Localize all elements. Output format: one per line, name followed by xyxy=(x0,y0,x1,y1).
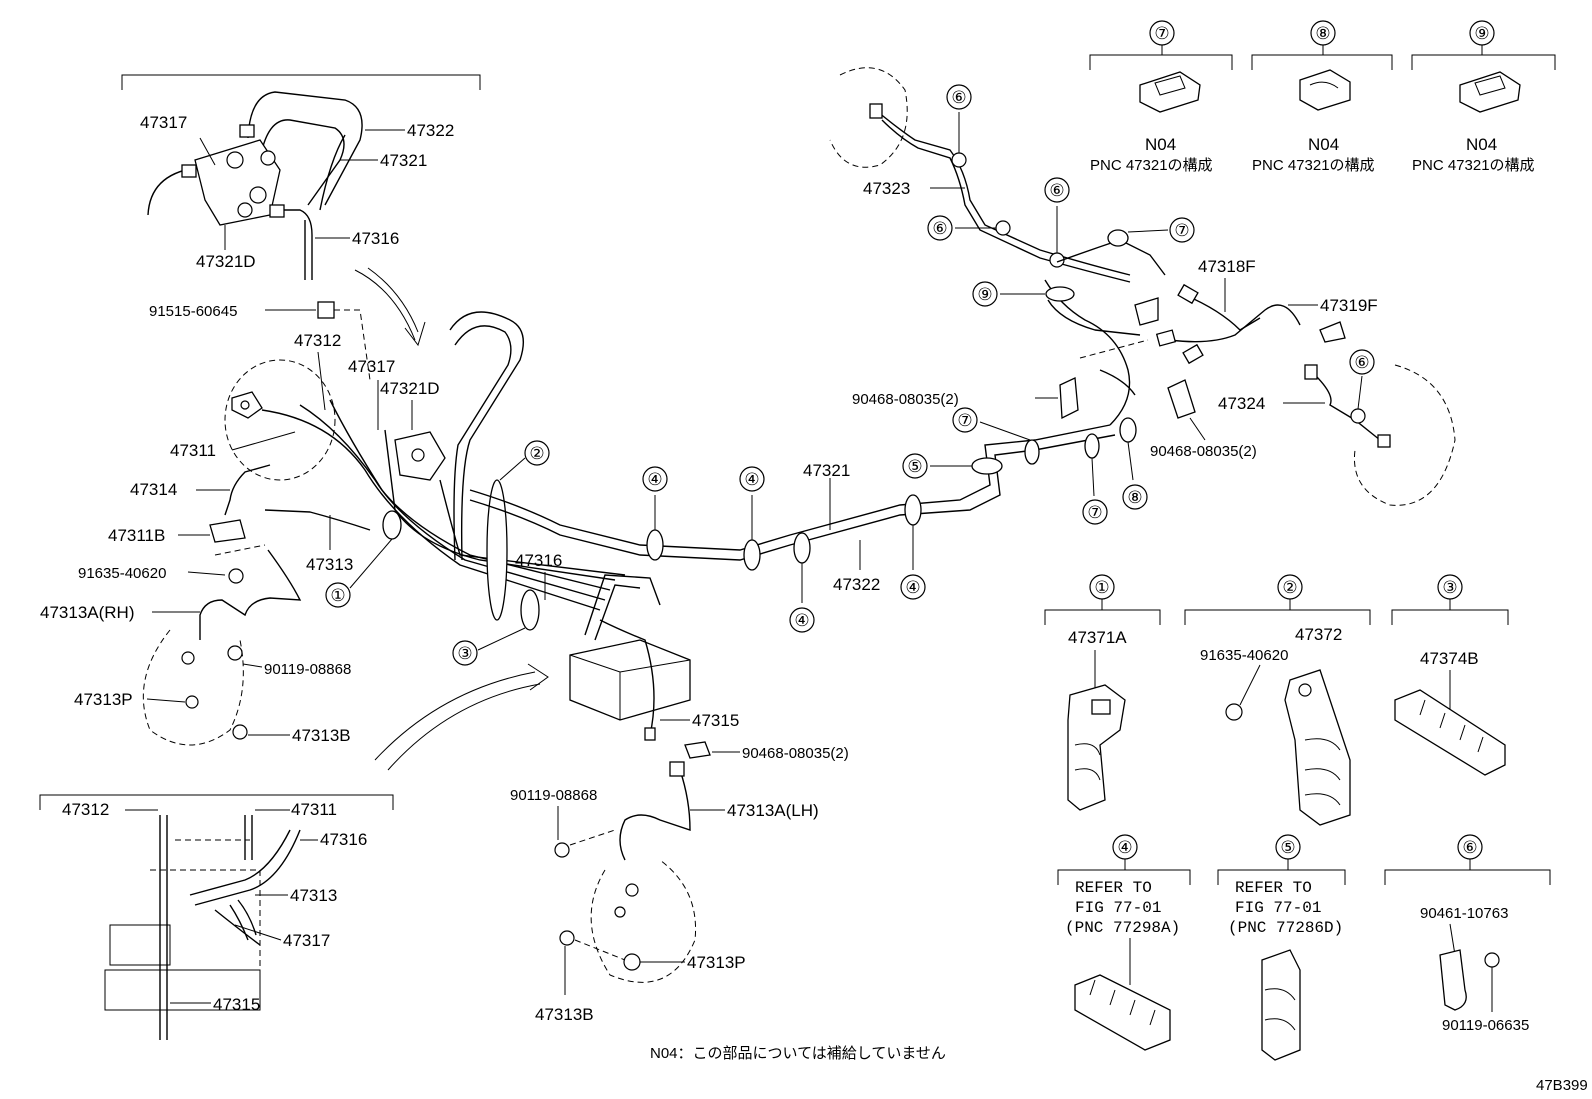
arrow-to-actuator xyxy=(374,671,536,761)
legend-5-refer: REFER TO xyxy=(1235,879,1312,897)
label-47317-main: 47317 xyxy=(348,357,395,376)
label-47313A-LH: 47313A(LH) xyxy=(727,801,819,820)
label-47314: 47314 xyxy=(130,480,177,499)
inset-bottom-left: 47312 47311 47316 47313 47317 47315 xyxy=(39,794,394,1040)
legend-callout-6: ⑥ xyxy=(1462,838,1477,857)
label-47316-main: 47316 xyxy=(515,551,562,570)
label-47313A-RH: 47313A(RH) xyxy=(40,603,135,622)
legend-7-pnc: PNC 47321の構成 xyxy=(1090,157,1213,174)
label-47312-inset: 47312 xyxy=(62,800,109,819)
label-47317-inset: 47317 xyxy=(283,931,330,950)
label-47321D-main: 47321D xyxy=(380,379,440,398)
label-47311B: 47311B xyxy=(108,526,165,545)
label-47313B-rh: 47313B xyxy=(292,726,351,745)
label-47313: 47313 xyxy=(306,555,353,574)
label-90119-08868-rh: 90119-08868 xyxy=(264,661,351,678)
legend-callout-5: ⑤ xyxy=(1280,838,1295,857)
legend-4-pnc: (PNC 77298A) xyxy=(1065,919,1180,937)
arrow-inset-pointer xyxy=(354,269,416,341)
callout-6-d: ⑥ xyxy=(1354,353,1369,372)
legend-callout-1: ① xyxy=(1094,578,1109,597)
label-47315-inset: 47315 xyxy=(213,995,260,1014)
legend-callout-2: ② xyxy=(1282,578,1297,597)
lh-brake-hose: 47313A(LH) 90119-08868 47313P 47313B xyxy=(510,761,819,1024)
legend-9-n04: N04 xyxy=(1466,135,1497,154)
rear-axle-area: ⑥ 47323 ⑥ ⑥ ⑦ ⑨ 47318F 47319F xyxy=(829,67,1456,506)
label-47313P-lh: 47313P xyxy=(687,953,746,972)
legend-90119-06635: 90119-06635 xyxy=(1442,1017,1529,1034)
callout-4-a: ④ xyxy=(647,470,662,489)
legend-clamps-7-8-9: ⑦ N04 PNC 47321の構成 ⑧ N04 PNC 47321の構成 ⑨ … xyxy=(1089,20,1556,174)
label-47321: 47321 xyxy=(380,151,427,170)
label-91635-40620-main: 91635-40620 xyxy=(78,565,166,582)
label-90119-08868-lh: 90119-08868 xyxy=(510,787,597,804)
label-90468-08035-center: 90468-08035(2) xyxy=(742,745,849,762)
label-47321D-inset: 47321D xyxy=(196,252,256,271)
legend-callout-4: ④ xyxy=(1117,838,1132,857)
label-90468-08035-b: 90468-08035(2) xyxy=(1150,443,1257,460)
label-47316-inset: 47316 xyxy=(320,830,367,849)
legend-5-fig: FIG 77-01 xyxy=(1235,899,1321,917)
legend-5-pnc: (PNC 77286D) xyxy=(1228,919,1343,937)
callout-3-main: ③ xyxy=(457,644,472,663)
callout-4-d: ④ xyxy=(905,578,920,597)
label-47322: 47322 xyxy=(407,121,454,140)
label-47311: 47311 xyxy=(170,441,216,460)
callout-7-c: ⑦ xyxy=(1174,221,1189,240)
label-47321-main: 47321 xyxy=(803,461,850,480)
inset-proportioning-valve: 47317 47322 47321 47316 47321D xyxy=(121,74,481,280)
legend-7-n04: N04 xyxy=(1145,135,1176,154)
legend-91635-40620: 91635-40620 xyxy=(1200,647,1288,664)
label-47313B-lh: 47313B xyxy=(535,1005,594,1024)
legend-8-n04: N04 xyxy=(1308,135,1339,154)
callout-8-main: ⑧ xyxy=(1127,488,1142,507)
main-assembly-left: 91515-60645 47312 47317 47321D 47311 473… xyxy=(40,301,626,746)
callout-7-a: ⑦ xyxy=(957,411,972,430)
label-47313-inset: 47313 xyxy=(290,886,337,905)
legend-callout-8: ⑧ xyxy=(1315,24,1330,43)
label-47317: 47317 xyxy=(140,113,187,132)
callout-6-c: ⑥ xyxy=(1049,181,1064,200)
callout-4-b: ④ xyxy=(744,470,759,489)
label-47322-main: 47322 xyxy=(833,575,880,594)
label-47323: 47323 xyxy=(863,179,910,198)
label-47313P-rh: 47313P xyxy=(74,690,133,709)
main-rear-pipes: ④ ④ ④ ④ 47321 47322 ⑤ ⑦ ⑦ ⑧ xyxy=(469,279,1148,633)
label-47319F: 47319F xyxy=(1320,296,1378,315)
legend-callout-3: ③ xyxy=(1442,578,1457,597)
legend-9-pnc: PNC 47321の構成 xyxy=(1412,157,1535,174)
legend-47374B: 47374B xyxy=(1420,649,1479,668)
label-47318F: 47318F xyxy=(1198,257,1256,276)
callout-1-main: ① xyxy=(330,586,345,605)
label-90468-08035-a: 90468-08035(2) xyxy=(852,391,959,408)
label-47311-inset: 47311 xyxy=(291,800,337,819)
callout-6-b: ⑥ xyxy=(932,219,947,238)
callout-7-b: ⑦ xyxy=(1087,503,1102,522)
label-91515-60645: 91515-60645 xyxy=(149,303,237,320)
label-47312: 47312 xyxy=(294,331,341,350)
callout-6-a: ⑥ xyxy=(951,88,966,107)
legend-47371A: 47371A xyxy=(1068,628,1127,647)
callout-9-main: ⑨ xyxy=(977,285,992,304)
legend-90461-10763: 90461-10763 xyxy=(1420,905,1508,922)
legend-4-refer: REFER TO xyxy=(1075,879,1152,897)
footnote-n04: N04：この部品については補給していません xyxy=(650,1045,946,1062)
legend-callout-7: ⑦ xyxy=(1154,24,1169,43)
callout-2-main: ② xyxy=(529,444,544,463)
callout-4-c: ④ xyxy=(794,611,809,630)
legend-47372: 47372 xyxy=(1295,625,1342,644)
callout-5-main: ⑤ xyxy=(907,457,922,476)
label-47324: 47324 xyxy=(1218,394,1265,413)
abs-actuator-block: 47315 90468-08035(2) xyxy=(569,574,849,762)
figure-code: 47B399 xyxy=(1536,1077,1588,1094)
label-47316: 47316 xyxy=(352,229,399,248)
legend-8-pnc: PNC 47321の構成 xyxy=(1252,157,1375,174)
label-47315-main: 47315 xyxy=(692,711,739,730)
legend-callout-9: ⑨ xyxy=(1474,24,1489,43)
legend-clamps-1-6: ① 47371A ② 47372 91635-40620 ③ 47374B ④ xyxy=(1044,574,1551,1061)
legend-4-fig: FIG 77-01 xyxy=(1075,899,1161,917)
